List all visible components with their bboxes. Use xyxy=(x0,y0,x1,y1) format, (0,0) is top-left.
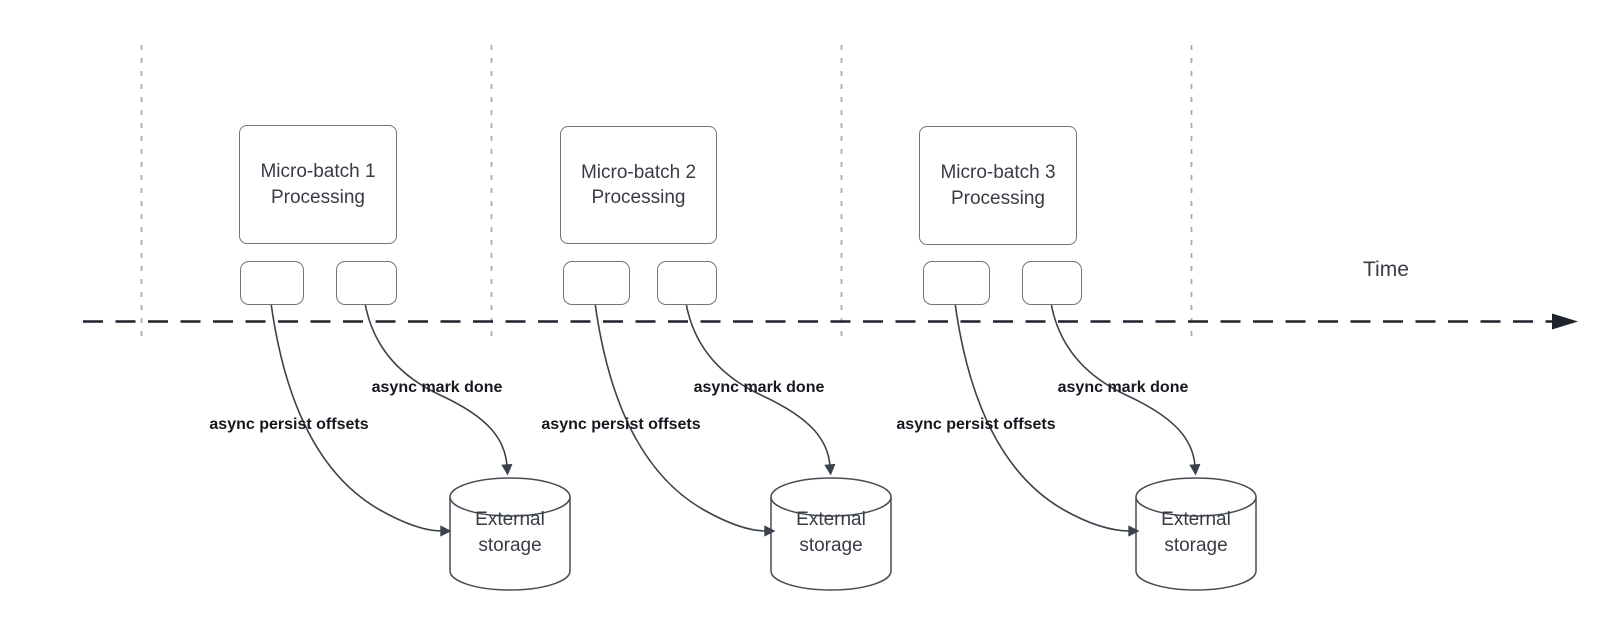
storage-cylinder-1 xyxy=(449,477,571,591)
task-box-1-mark-done xyxy=(336,261,397,305)
task-box-3-persist xyxy=(923,261,990,305)
micro-batch-2-box: Micro-batch 2 Processing xyxy=(560,126,717,244)
mark-done-arrow-1 xyxy=(364,302,513,476)
storage-label-1: External storage xyxy=(475,509,545,556)
persist-offsets-arrow-3 xyxy=(954,302,1140,537)
mark-done-label-1: async mark done xyxy=(371,379,503,396)
task-box-1-persist xyxy=(240,261,304,305)
mark-done-label-3: async mark done xyxy=(1057,379,1189,396)
time-axis-arrowhead-icon xyxy=(1552,313,1578,330)
task-box-3-mark-done xyxy=(1022,261,1082,305)
storage-label-2: External storage xyxy=(796,509,866,556)
mark-done-arrow-3 xyxy=(1050,302,1201,476)
storage-label-3: External storage xyxy=(1161,509,1231,556)
task-box-2-persist xyxy=(563,261,630,305)
micro-batch-1-label: Micro-batch 1 Processing xyxy=(260,161,376,208)
time-axis-label: Time xyxy=(1363,258,1409,281)
micro-batch-3-label: Micro-batch 3 Processing xyxy=(940,162,1056,209)
storage-cylinder-2 xyxy=(770,477,892,591)
persist-offsets-label-1: async persist offsets xyxy=(209,416,369,433)
persist-offsets-label-3: async persist offsets xyxy=(896,416,1056,433)
persist-offsets-label-2: async persist offsets xyxy=(541,416,701,433)
micro-batch-1-box: Micro-batch 1 Processing xyxy=(239,125,397,244)
micro-batch-3-box: Micro-batch 3 Processing xyxy=(919,126,1077,245)
micro-batch-2-label: Micro-batch 2 Processing xyxy=(580,161,697,208)
mark-done-arrow-2 xyxy=(685,302,836,476)
persist-offsets-arrow-2 xyxy=(594,302,776,537)
task-box-2-mark-done xyxy=(657,261,717,305)
mark-done-label-2: async mark done xyxy=(693,379,825,396)
storage-cylinder-3 xyxy=(1135,477,1257,591)
persist-offsets-arrow-1 xyxy=(270,302,452,537)
